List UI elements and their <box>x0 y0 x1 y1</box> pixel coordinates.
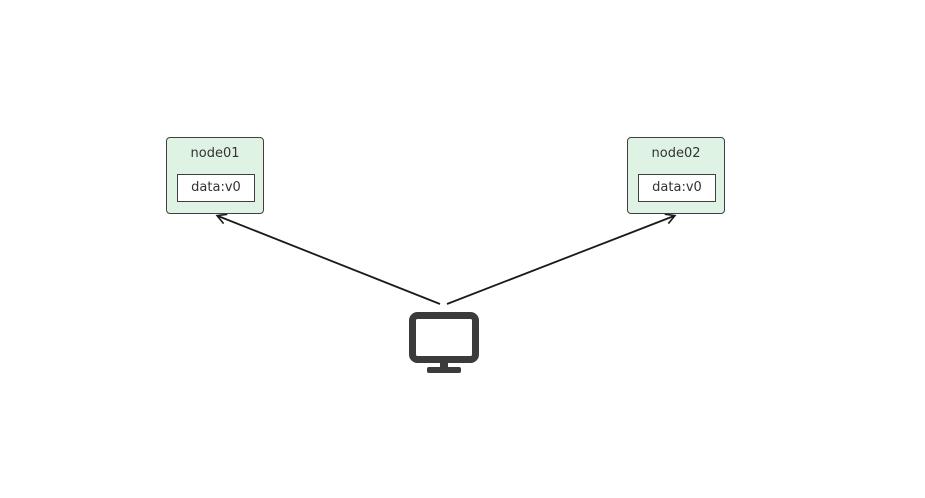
node-data-field: data:v0 <box>177 174 255 202</box>
arrow-to-node02 <box>446 213 677 305</box>
arrow-to-node01 <box>215 213 441 305</box>
node-data-field: data:v0 <box>638 174 716 202</box>
node-title: node01 <box>190 146 240 161</box>
node-box-node01: node01 data:v0 <box>166 137 264 214</box>
node-box-node02: node02 data:v0 <box>627 137 725 214</box>
node-title: node02 <box>651 146 701 161</box>
monitor-icon <box>409 312 479 373</box>
